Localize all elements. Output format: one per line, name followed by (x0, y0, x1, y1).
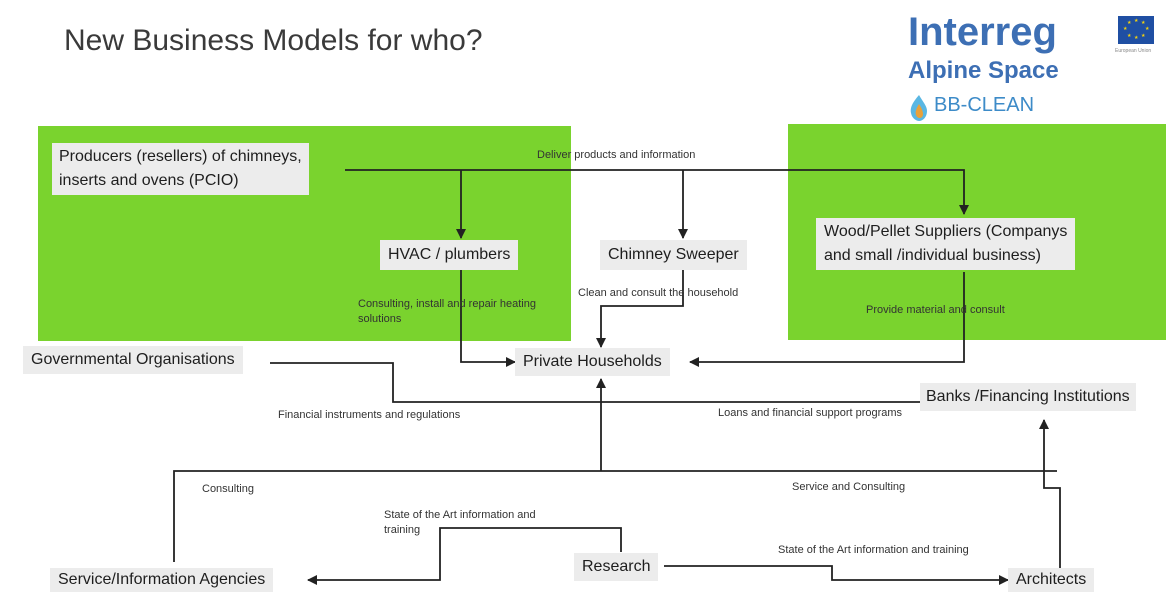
node-wood-pellet-line1: Wood/Pellet Suppliers (Companys (824, 223, 1068, 240)
label-financial: Financial instruments and regulations (278, 409, 461, 421)
edge-sweeper-households (596, 268, 684, 348)
label-hvac-consult: Consulting, install and repair heating s… (358, 297, 536, 327)
edge-supplier-households (689, 272, 965, 367)
flame-icon (910, 95, 927, 121)
label-consulting: Consulting (202, 483, 254, 495)
node-producers-line1: Producers (resellers) of chimneys, (59, 148, 302, 165)
eu-flag-icon: ★ ★ ★ ★ ★ ★ ★ ★ (1118, 16, 1154, 44)
alpine-space-wordmark: Alpine Space (908, 57, 1059, 84)
label-provide-material: Provide material and consult (866, 304, 1005, 316)
label-sota-training-left-line2: training (384, 524, 421, 536)
eu-caption: European Union (1115, 48, 1152, 54)
node-wood-pellet: Wood/Pellet Suppliers (Companys and smal… (816, 218, 1076, 270)
node-producers-line2: inserts and ovens (PCIO) (59, 172, 239, 189)
node-banks: Banks /Financing Institutions (920, 383, 1136, 411)
node-producers: Producers (resellers) of chimneys, inser… (52, 143, 309, 195)
label-sota-training-right: State of the Art information and trainin… (778, 544, 969, 556)
label-hvac-consult-line2: solutions (358, 313, 402, 325)
label-deliver: Deliver products and information (537, 149, 696, 161)
label-service-consulting: Service and Consulting (792, 481, 906, 493)
node-chimney-sweeper: Chimney Sweeper (600, 240, 747, 270)
label-sota-training-left: State of the Art information and trainin… (384, 508, 536, 538)
label-sweeper-consult: Clean and consult the household (578, 287, 739, 299)
edge-agencies-to-households (173, 379, 1057, 562)
label-hvac-consult-line1: Consulting, install and repair heating (358, 298, 536, 310)
interreg-wordmark: Interreg (908, 10, 1057, 54)
edge-architects-banks (1039, 419, 1061, 568)
node-governmental: Governmental Organisations (23, 346, 243, 374)
node-architects: Architects (1008, 568, 1095, 592)
interreg-logo: Interreg ★ ★ ★ ★ ★ ★ ★ ★ European Union … (908, 10, 1166, 130)
label-sota-training-left-line1: State of the Art information and (384, 509, 536, 521)
node-service-agencies: Service/Information Agencies (50, 568, 274, 592)
edge-research-agencies (307, 527, 622, 585)
slide-title: New Business Models for who? (64, 24, 483, 57)
edge-hvac-households (460, 268, 516, 367)
edge-deliver (345, 169, 969, 215)
node-private-households: Private Households (515, 348, 670, 376)
node-research: Research (574, 553, 659, 581)
edge-research-architects (664, 565, 1009, 585)
edge-governmental-line (270, 362, 920, 403)
bb-clean-logo: BB-CLEAN (908, 92, 1068, 122)
label-loans: Loans and financial support programs (718, 407, 903, 419)
node-hvac: HVAC / plumbers (380, 240, 519, 270)
node-wood-pellet-line2: and small /individual business) (824, 247, 1041, 264)
bb-clean-wordmark: BB-CLEAN (934, 94, 1035, 116)
